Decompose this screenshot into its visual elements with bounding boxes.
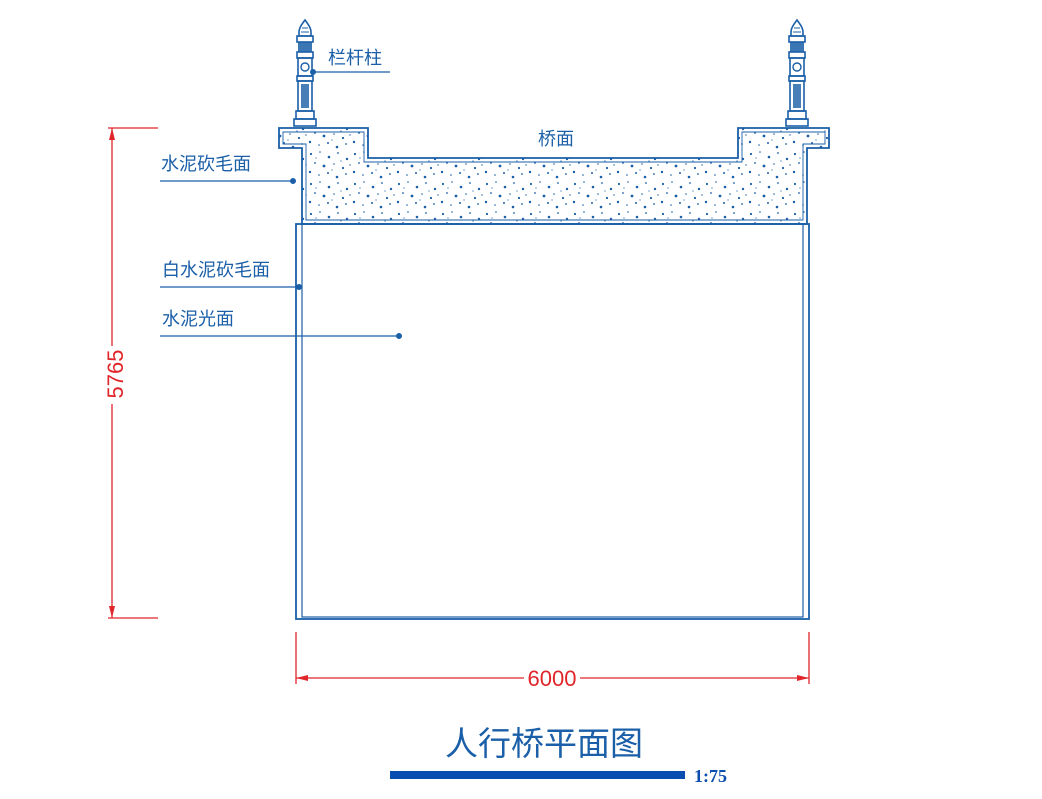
label-rough-cement: 水泥砍毛面 <box>161 154 251 175</box>
label-deck: 桥面 <box>538 129 574 150</box>
title-underline-bar <box>390 771 685 779</box>
label-smooth-cement: 水泥光面 <box>162 309 234 330</box>
drawing-scale: 1:75 <box>694 766 727 786</box>
railing-post-right <box>785 19 809 127</box>
dimension-height <box>108 127 158 619</box>
drawing-title: 人行桥平面图 <box>445 724 643 763</box>
label-railing-post: 栏杆柱 <box>328 48 382 69</box>
dimension-width <box>295 632 810 684</box>
label-white-rough-cement: 白水泥砍毛面 <box>162 260 270 281</box>
deck-section <box>278 127 830 225</box>
bridge-body <box>295 223 810 620</box>
dimension-width-value: 6000 <box>528 666 577 691</box>
dimension-height-value: 5765 <box>103 350 128 399</box>
